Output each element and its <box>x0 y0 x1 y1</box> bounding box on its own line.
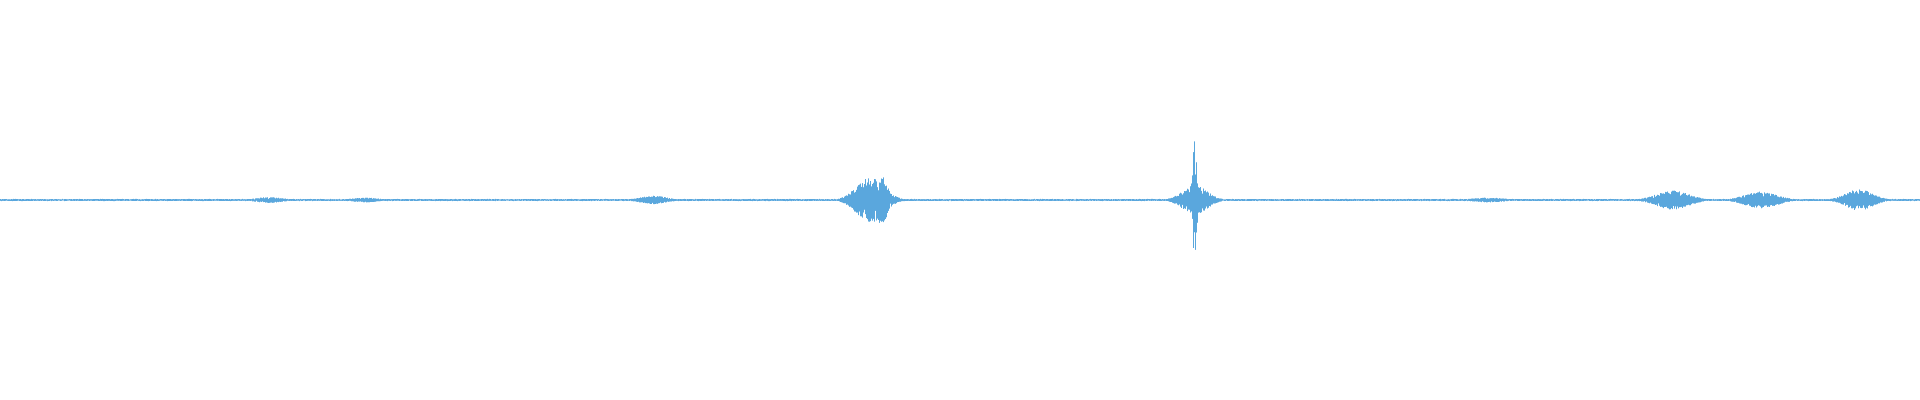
waveform-samples <box>0 141 1920 250</box>
waveform-trace <box>0 141 1920 250</box>
